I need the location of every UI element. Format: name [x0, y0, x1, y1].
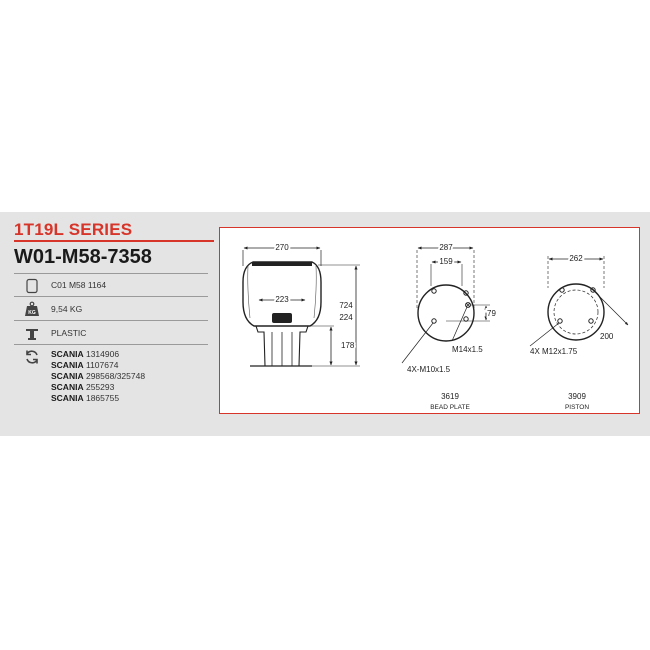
- dim-width: 270: [275, 243, 289, 252]
- spec-row-material: PLASTIC: [14, 320, 208, 344]
- sync-arrows-icon: [26, 350, 38, 364]
- bead-plate-code: 3619: [441, 392, 459, 401]
- technical-drawing: 270 223 724 224 178: [242, 241, 629, 411]
- document-icon: [26, 278, 38, 294]
- spec-row-code: C01 M58 1164: [14, 273, 208, 296]
- dim-height-min: 224: [339, 313, 353, 322]
- cross-reference-list: SCANIA 1314906 SCANIA 1107674 SCANIA 298…: [51, 349, 145, 404]
- bead-plate-caption: BEAD PLATE: [430, 404, 470, 411]
- dim-bolt-circle: 200: [600, 332, 614, 341]
- dim-height-piston: 178: [341, 341, 355, 350]
- drawing-frame: 270 223 724 224 178: [219, 227, 640, 414]
- spec-row-divider: [14, 344, 208, 347]
- piston-caption: PISTON: [565, 404, 589, 411]
- list-item: SCANIA 255293: [51, 382, 115, 392]
- list-item: SCANIA 1107674: [51, 360, 119, 370]
- piston-view: 262 200 4X M12x1.75 3909 PISTON: [529, 252, 629, 411]
- weight-kg-icon: KG: [25, 301, 39, 316]
- dim-diameter: 262: [569, 254, 583, 263]
- dim-inner: 159: [439, 257, 453, 266]
- list-item: SCANIA 1865755: [51, 393, 120, 403]
- code-value: C01 M58 1164: [51, 280, 107, 290]
- material-value: PLASTIC: [51, 328, 87, 338]
- series-title: 1T19L SERIES: [14, 220, 133, 239]
- svg-text:KG: KG: [28, 310, 36, 316]
- dim-offset: 79: [487, 309, 496, 318]
- spec-row-weight: KG 9,54 KG: [14, 296, 208, 320]
- list-item: SCANIA 1314906: [51, 349, 120, 359]
- weight-value: 9,54 KG: [51, 304, 83, 314]
- side-view: 270 223 724 224 178: [242, 241, 360, 367]
- bead-plate-view: 287 159 79 M14x1.5 4X-M10x1.5 3619 BEAD …: [401, 241, 498, 411]
- thread-bolts: 4X-M10x1.5: [407, 365, 451, 374]
- piston-icon: [26, 329, 38, 340]
- dim-inner-width: 223: [275, 295, 289, 304]
- list-item: SCANIA 298568/325748: [51, 371, 146, 381]
- dim-height-max: 724: [339, 301, 353, 310]
- series-underline: [14, 240, 214, 242]
- piston-code: 3909: [568, 392, 586, 401]
- dim-outer: 287: [439, 243, 453, 252]
- thread-center: M14x1.5: [452, 345, 483, 354]
- part-number: W01-M58-7358: [14, 246, 152, 268]
- piston-thread-bolts: 4X M12x1.75: [530, 347, 578, 356]
